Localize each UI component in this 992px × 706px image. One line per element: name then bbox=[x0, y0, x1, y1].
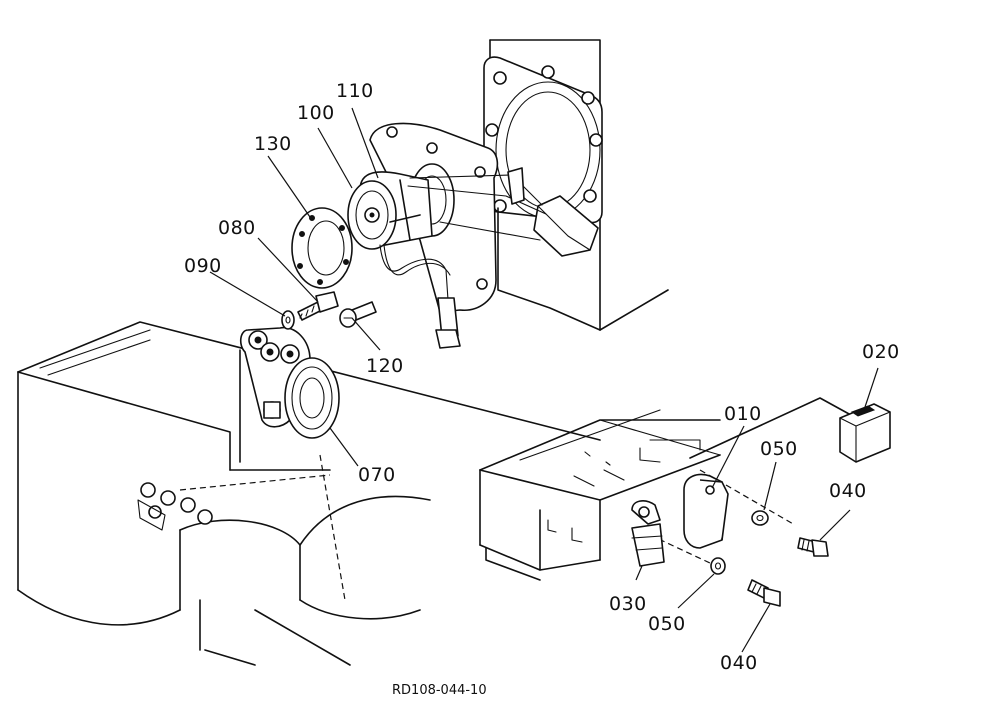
reference-code: RD108-044-10 bbox=[392, 683, 487, 698]
callout-020: 020 bbox=[862, 341, 900, 363]
frame-holes bbox=[137, 482, 213, 531]
callout-050-upper: 050 bbox=[760, 438, 798, 460]
socket-030 bbox=[631, 500, 665, 567]
bolt-040-upper bbox=[797, 537, 829, 557]
callout-010: 010 bbox=[724, 403, 762, 425]
callout-090: 090 bbox=[184, 255, 222, 277]
sensor-100 bbox=[347, 163, 455, 250]
callout-100: 100 bbox=[297, 102, 335, 124]
washer-050-upper bbox=[751, 510, 769, 526]
sensor-wire bbox=[379, 167, 547, 349]
callout-080: 080 bbox=[218, 217, 256, 239]
washer-090 bbox=[281, 310, 295, 330]
mount-bracket bbox=[479, 397, 861, 581]
bolt-040-lower bbox=[747, 579, 781, 607]
callout-labels: 110 100 130 080 090 120 070 020 010 050 … bbox=[184, 80, 900, 674]
callout-040-lower: 040 bbox=[720, 652, 758, 674]
callout-050-lower: 050 bbox=[648, 613, 686, 635]
flasher-020 bbox=[839, 403, 891, 463]
leader-lines bbox=[209, 107, 879, 653]
callout-130: 130 bbox=[254, 133, 292, 155]
bolt-080 bbox=[297, 291, 339, 321]
relay-010 bbox=[683, 473, 729, 549]
callout-110: 110 bbox=[336, 80, 374, 102]
washer-050-lower bbox=[710, 557, 726, 575]
gasket-130 bbox=[291, 207, 353, 289]
callout-030: 030 bbox=[609, 593, 647, 615]
callout-120: 120 bbox=[366, 355, 404, 377]
callout-040-upper: 040 bbox=[829, 480, 867, 502]
horn-070 bbox=[239, 326, 340, 439]
bolt-120 bbox=[339, 301, 377, 328]
sensor-box bbox=[533, 195, 599, 257]
callout-070: 070 bbox=[358, 464, 396, 486]
frame-rail bbox=[17, 321, 601, 666]
